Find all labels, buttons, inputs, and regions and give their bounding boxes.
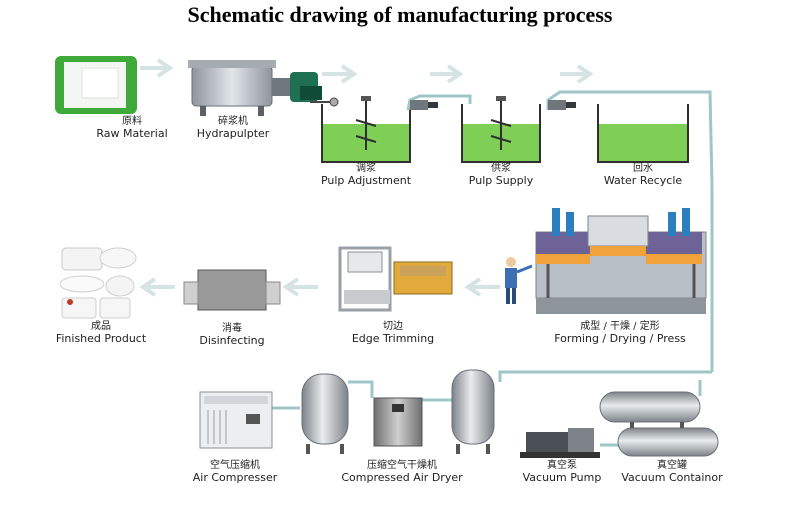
label-edge-trimming-cn: 切边 xyxy=(383,321,403,332)
label-air-compressor-en: Air Compresser xyxy=(192,470,278,484)
vacuum-container-icon xyxy=(599,391,719,457)
vacuum-pump-icon xyxy=(520,428,600,458)
label-hydrapulpter: 碎浆机 Hydrapulpter xyxy=(178,116,288,140)
label-hydrapulpter-en: Hydrapulpter xyxy=(196,126,270,140)
label-water-recycle-cn: 回水 xyxy=(633,163,653,174)
raw-material-icon xyxy=(55,56,137,114)
edge-trimming-icon xyxy=(338,246,453,312)
label-water-recycle: 回水 Water Recycle xyxy=(593,163,693,187)
label-pulp-supply-cn: 供浆 xyxy=(491,163,511,174)
label-hydrapulpter-cn: 碎浆机 xyxy=(218,116,248,127)
finished-product-icon xyxy=(59,247,137,319)
label-finished-product-cn: 成品 xyxy=(91,321,111,332)
label-vacuum-pump: 真空泵 Vacuum Pump xyxy=(512,460,612,484)
label-air-compressor-cn: 空气压缩机 xyxy=(210,460,260,471)
label-raw-material-en: Raw Material xyxy=(96,126,168,140)
label-disinfecting-cn: 消毒 xyxy=(222,323,242,334)
label-vacuum-container: 真空罐 Vacuum Containor xyxy=(614,460,730,484)
air-dryer-icon xyxy=(373,397,423,447)
label-vacuum-pump-cn: 真空泵 xyxy=(547,460,577,471)
forming-machine-icon xyxy=(535,208,707,314)
disinfecting-icon xyxy=(183,269,281,311)
label-water-recycle-en: Water Recycle xyxy=(603,173,683,187)
label-forming: 成型 / 干燥 / 定形 Forming / Drying / Press xyxy=(540,321,700,345)
label-disinfecting-en: Disinfecting xyxy=(199,333,265,347)
label-pulp-supply: 供浆 Pulp Supply xyxy=(456,163,546,187)
pumps xyxy=(410,100,576,110)
label-forming-cn: 成型 / 干燥 / 定形 xyxy=(580,321,660,332)
page-title: Schematic drawing of manufacturing proce… xyxy=(187,2,613,27)
label-edge-trimming-en: Edge Trimming xyxy=(351,331,435,345)
label-pulp-adjustment-cn: 调浆 xyxy=(356,163,376,174)
label-air-dryer-en: Compressed Air Dryer xyxy=(341,470,463,484)
pulp-tanks xyxy=(321,96,689,163)
label-raw-material: 原料 Raw Material xyxy=(82,116,182,140)
label-disinfecting: 消毒 Disinfecting xyxy=(182,323,282,347)
air-receiver-tank-right xyxy=(451,369,495,454)
label-pulp-adjustment: 调浆 Pulp Adjustment xyxy=(316,163,416,187)
label-finished-product: 成品 Finished Product xyxy=(46,321,156,345)
label-air-dryer: 压缩空气干燥机 Compressed Air Dryer xyxy=(332,460,472,484)
operator-figure xyxy=(505,257,533,304)
air-receiver-tank-left xyxy=(301,373,349,454)
label-finished-product-en: Finished Product xyxy=(55,331,147,345)
label-air-dryer-cn: 压缩空气干燥机 xyxy=(367,460,437,471)
label-pulp-adjustment-en: Pulp Adjustment xyxy=(320,173,412,187)
label-raw-material-cn: 原料 xyxy=(122,116,142,127)
label-vacuum-container-cn: 真空罐 xyxy=(657,460,687,471)
label-pulp-supply-en: Pulp Supply xyxy=(468,173,534,187)
label-forming-en: Forming / Drying / Press xyxy=(554,331,686,345)
hydrapulper-icon xyxy=(188,60,339,116)
label-air-compressor: 空气压缩机 Air Compresser xyxy=(180,460,290,484)
label-vacuum-pump-en: Vacuum Pump xyxy=(522,470,602,484)
label-edge-trimming: 切边 Edge Trimming xyxy=(338,321,448,345)
flow-arrows xyxy=(139,58,594,297)
air-compressor-icon xyxy=(199,391,273,449)
label-vacuum-container-en: Vacuum Containor xyxy=(621,470,723,484)
